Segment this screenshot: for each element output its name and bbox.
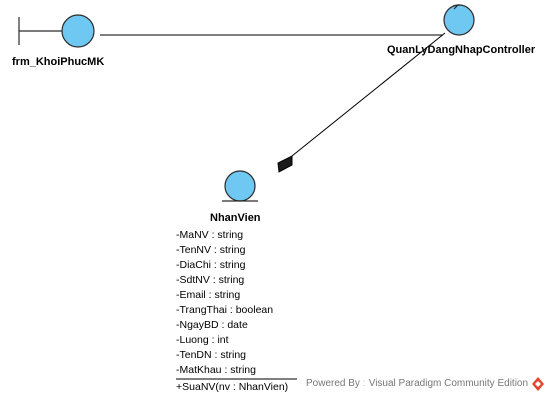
aggregation-line (291, 32, 446, 157)
entity-attribute: -Email : string (176, 289, 241, 301)
entity-attribute: -TenNV : string (176, 244, 246, 256)
entity-icon (222, 170, 258, 202)
boundary-icon (18, 14, 95, 48)
control-name: QuanLyDangNhapController (387, 44, 536, 56)
entity-attribute: -MaNV : string (176, 229, 244, 241)
entity-attribute: -NgayBD : date (176, 319, 248, 331)
watermark-prefix: Powered By (306, 378, 360, 389)
entity-attribute: -SdtNV : string (176, 274, 245, 286)
visual-paradigm-logo-icon (532, 377, 544, 391)
aggregation-diamond (277, 155, 293, 173)
control-icon (443, 4, 475, 36)
entity-attribute: -Luong : int (176, 334, 229, 346)
watermark-product: Visual Paradigm Community Edition (368, 378, 529, 389)
entity-attribute: -TenDN : string (176, 349, 247, 361)
watermark: Powered By:Visual Paradigm Community Edi… (306, 378, 529, 389)
entity-name: NhanVien (210, 212, 261, 224)
entity-attribute: -MatKhau : string (176, 364, 256, 376)
entity-attribute: -TrangThai : boolean (176, 304, 274, 316)
entity-attribute: -DiaChi : string (176, 259, 246, 271)
boundary-name: frm_KhoiPhucMK (12, 56, 105, 68)
entity-operation: +SuaNV(nv : NhanVien) (176, 381, 289, 393)
